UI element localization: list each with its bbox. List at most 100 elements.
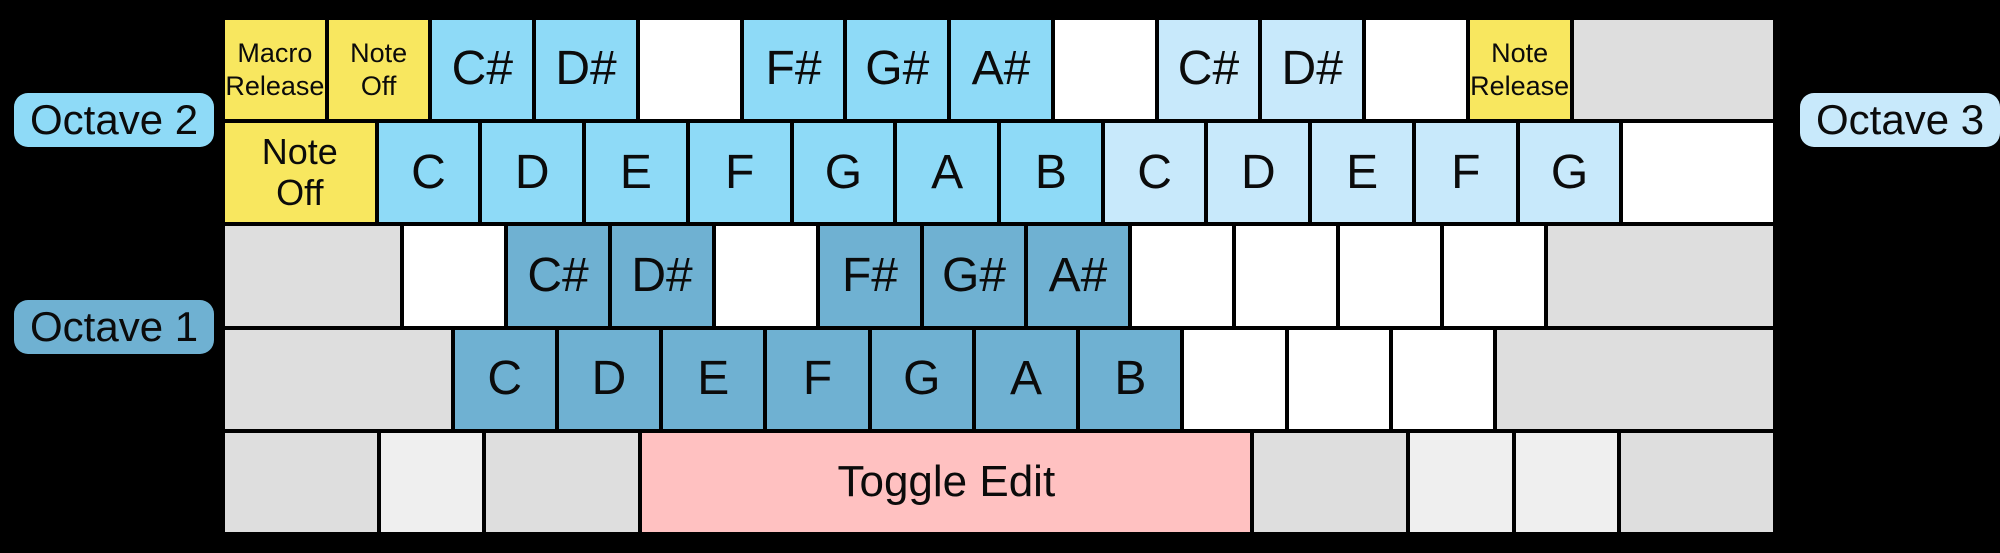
key-blank[interactable] xyxy=(1408,430,1514,535)
key-blank[interactable] xyxy=(714,224,818,328)
key-blank[interactable] xyxy=(1052,18,1157,122)
key-label: E xyxy=(619,145,652,199)
key-label: D xyxy=(514,145,550,199)
key-note-f-oct2[interactable]: F xyxy=(687,121,792,225)
octave-3-label: Octave 3 xyxy=(1800,93,2000,148)
key-note-d-oct3[interactable]: D xyxy=(1206,121,1311,225)
key-note-b-oct2[interactable]: B xyxy=(999,121,1103,225)
key-label: Toggle Edit xyxy=(837,457,1056,507)
key-blank[interactable] xyxy=(1252,430,1409,535)
key-note-c-sharp-oct1[interactable]: C# xyxy=(506,224,610,328)
key-blank[interactable] xyxy=(1621,121,1775,225)
key-note-c-sharp-oct2[interactable]: C# xyxy=(430,18,535,122)
key-label: G# xyxy=(865,42,930,96)
key-label: D xyxy=(1241,145,1276,199)
key-note-d-oct1[interactable]: D xyxy=(556,327,662,431)
key-label: Note xyxy=(350,38,408,69)
key-blank[interactable] xyxy=(223,430,379,535)
key-note-a-sharp-oct2[interactable]: A# xyxy=(949,18,1053,122)
key-label: C xyxy=(1137,145,1172,199)
key-label: F xyxy=(725,145,755,199)
key-note-c-oct3[interactable]: C xyxy=(1102,121,1207,225)
key-note-a-oct2[interactable]: A xyxy=(895,121,999,225)
key-label: F# xyxy=(765,42,822,96)
key-blank[interactable] xyxy=(223,224,402,328)
key-label: Note xyxy=(1491,38,1549,69)
key-label: Release xyxy=(1470,70,1570,101)
key-blank[interactable] xyxy=(1442,224,1546,328)
key-blank[interactable] xyxy=(1546,224,1775,328)
key-label: G xyxy=(824,145,863,199)
key-label: C# xyxy=(1177,42,1240,96)
key-label: D# xyxy=(555,42,617,96)
key-blank[interactable] xyxy=(1390,327,1496,431)
key-label: E xyxy=(1346,145,1379,199)
key-label: G# xyxy=(941,248,1007,302)
key-blank[interactable] xyxy=(484,430,641,535)
key-blank[interactable] xyxy=(1234,224,1338,328)
key-blank[interactable] xyxy=(1286,327,1391,431)
key-label: F xyxy=(1451,145,1481,199)
key-note-c-oct1[interactable]: C xyxy=(452,327,557,431)
key-blank[interactable] xyxy=(1495,327,1775,431)
key-label: B xyxy=(1114,352,1147,406)
key-note-f-sharp-oct1[interactable]: F# xyxy=(818,224,922,328)
key-note-f-sharp-oct2[interactable]: F# xyxy=(741,18,846,122)
key-note-b-oct1[interactable]: B xyxy=(1078,327,1183,431)
key-note-e-oct2[interactable]: E xyxy=(584,121,688,225)
key-blank[interactable] xyxy=(1338,224,1442,328)
key-label: D xyxy=(591,352,627,406)
key-note-f-oct3[interactable]: F xyxy=(1413,121,1518,225)
key-label: C# xyxy=(527,248,589,302)
key-note-e-oct1[interactable]: E xyxy=(661,327,766,431)
key-note-d-sharp-oct1[interactable]: D# xyxy=(610,224,714,328)
key-note-g-sharp-oct2[interactable]: G# xyxy=(845,18,950,122)
key-note-a-oct1[interactable]: A xyxy=(973,327,1079,431)
key-label: A# xyxy=(1048,248,1108,302)
key-note-e-oct3[interactable]: E xyxy=(1310,121,1414,225)
key-note-d-oct2[interactable]: D xyxy=(480,121,585,225)
key-blank[interactable] xyxy=(1130,224,1234,328)
octave-2-label: Octave 2 xyxy=(14,93,215,148)
key-label: C xyxy=(411,145,446,199)
key-label: F xyxy=(802,352,833,406)
key-note-a-sharp-oct1[interactable]: A# xyxy=(1026,224,1130,328)
key-note-g-oct1[interactable]: G xyxy=(869,327,974,431)
key-label: Release xyxy=(225,70,325,101)
key-note-c-sharp-oct3[interactable]: C# xyxy=(1156,18,1261,122)
key-note-d-sharp-oct2[interactable]: D# xyxy=(534,18,638,122)
key-note-g-oct3[interactable]: G xyxy=(1517,121,1622,225)
key-note-f-oct1[interactable]: F xyxy=(765,327,870,431)
key-blank[interactable] xyxy=(637,18,742,122)
key-toggle-edit[interactable]: Toggle Edit xyxy=(640,430,1253,535)
key-blank[interactable] xyxy=(1513,430,1619,535)
key-note-g-oct2[interactable]: G xyxy=(791,121,896,225)
key-label: Note xyxy=(261,131,338,173)
key-blank[interactable] xyxy=(1618,430,1775,535)
key-label: Macro xyxy=(237,38,313,69)
key-blank[interactable] xyxy=(1364,18,1468,122)
key-label: E xyxy=(697,352,730,406)
key-note-c-oct2[interactable]: C xyxy=(376,121,481,225)
key-note-d-sharp-oct3[interactable]: D# xyxy=(1260,18,1365,122)
key-note-g-sharp-oct1[interactable]: G# xyxy=(922,224,1026,328)
keyboard-row: C# D# F# G# A# xyxy=(223,224,1775,328)
key-blank[interactable] xyxy=(1571,18,1776,122)
key-label: G xyxy=(1550,145,1589,199)
key-label: G xyxy=(903,352,941,406)
key-blank[interactable] xyxy=(1182,327,1287,431)
key-label: C xyxy=(487,352,523,406)
key-label: D# xyxy=(1281,42,1343,96)
key-blank[interactable] xyxy=(402,224,506,328)
key-blank[interactable] xyxy=(223,327,453,431)
key-blank[interactable] xyxy=(379,430,485,535)
